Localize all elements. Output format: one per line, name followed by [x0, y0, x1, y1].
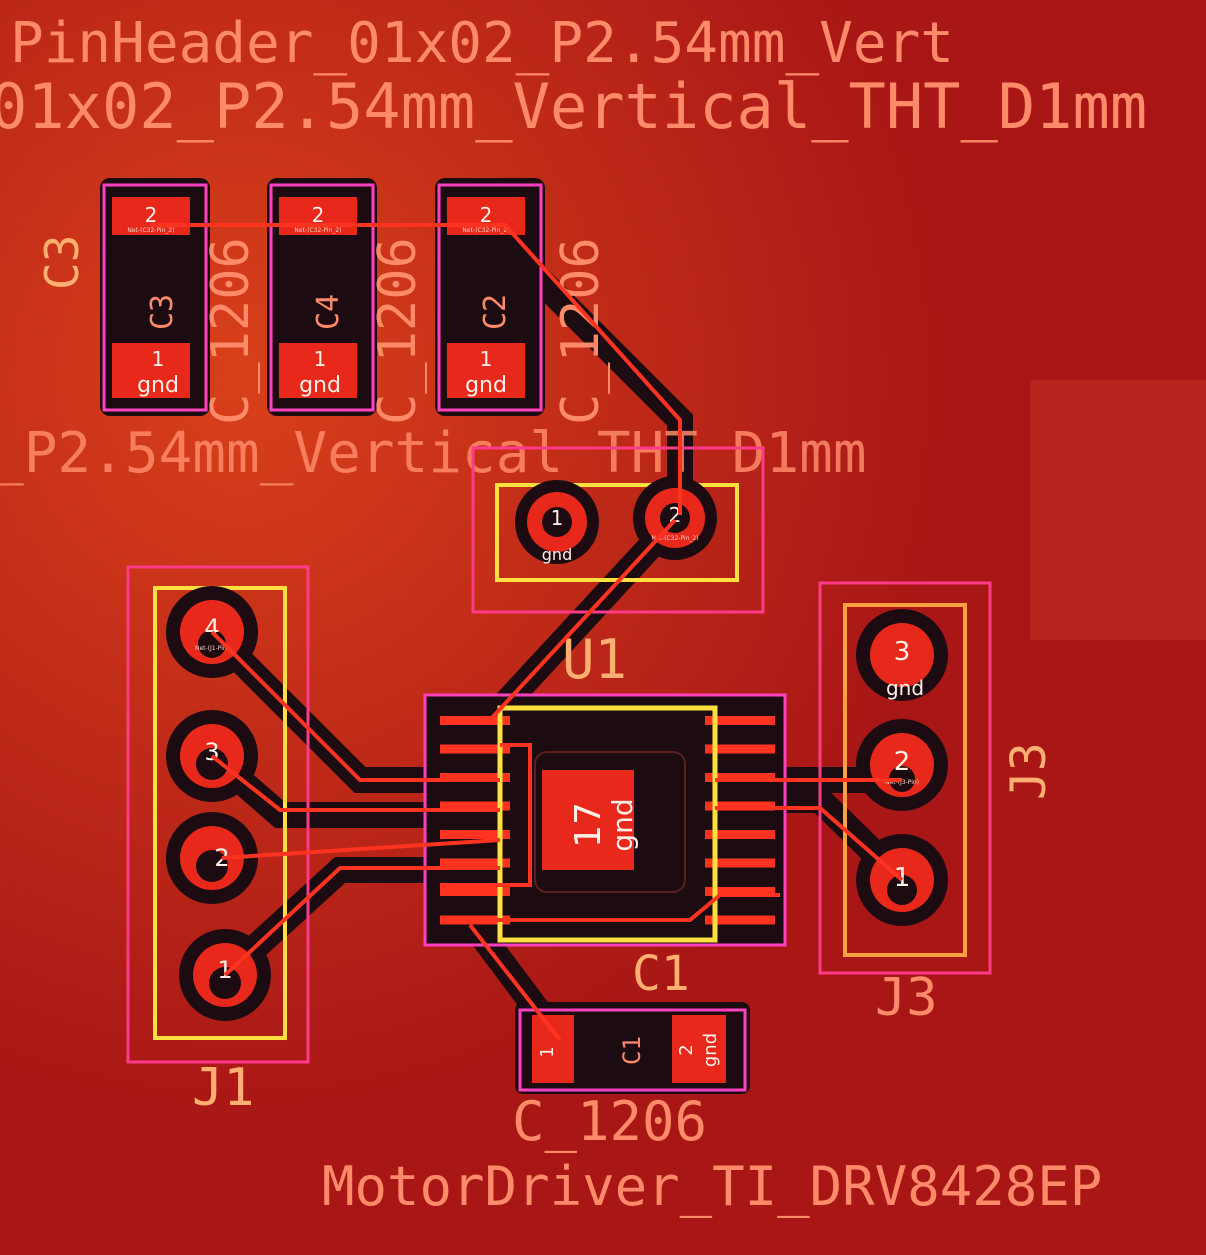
pad-net: gnd [137, 373, 179, 398]
ref-label: U1 [562, 628, 627, 691]
track [440, 743, 532, 887]
pad-net: gnd [542, 545, 572, 564]
courtyard [437, 183, 543, 412]
footprint-label: C_1206 [368, 237, 428, 425]
capacitor-c2[interactable]: 2 Net-(C32-Pin_2) 1 gnd C2 [435, 178, 545, 416]
track [468, 923, 562, 1042]
ic-pin[interactable] [705, 773, 775, 782]
ic-pin[interactable] [440, 773, 510, 782]
fab-ref: C4 [311, 294, 346, 330]
footprint-label-top: 01x02_P2.54mm_Vertical_THT_D1mm [0, 70, 1147, 143]
pad-2[interactable] [672, 1015, 726, 1083]
pad-net: gnd [606, 798, 639, 851]
pad-1[interactable] [447, 343, 525, 398]
fab-ref: C2 [478, 294, 513, 330]
ic-pin[interactable] [440, 887, 510, 896]
ref-label: J1 [192, 1058, 255, 1118]
pad-net: Net-(C32-Pin_2) [127, 227, 174, 234]
capacitor-c1[interactable]: 1 2 gnd C1 C_1206 [512, 1002, 750, 1153]
ic-pin[interactable] [705, 744, 775, 754]
capacitor-c4[interactable]: 2 Net-(C32-Pin_2) 1 gnd C4 [267, 178, 377, 416]
screen-reflection [1030, 380, 1206, 640]
pad-number: 2 [312, 203, 325, 227]
pad-net: gnd [886, 676, 924, 700]
pad-number: 1 [152, 347, 165, 371]
pad-number: 1 [551, 506, 564, 530]
courtyard [518, 1008, 747, 1092]
ic-pin[interactable] [440, 744, 510, 754]
pad-net: gnd [299, 373, 341, 398]
pad-2: 2 [166, 812, 258, 904]
pad-number: 1 [314, 347, 327, 371]
pad-2[interactable] [112, 197, 190, 235]
cap-footprint-labels: C_1206 C_1206 C_1206 [201, 237, 611, 425]
ref-label: C3 [35, 235, 89, 290]
track [221, 838, 501, 860]
connector-j3[interactable]: 3 gnd 2 Net-(J3-Pin) 1 J3 J3 [818, 581, 1057, 1028]
courtyard [126, 565, 310, 1064]
track [440, 893, 780, 922]
footprint-label-mid-a: _P2.54mm_Vertical_THT_D1mm [0, 421, 867, 486]
fab-ref: C1 [618, 1036, 646, 1065]
pad-number: 3 [894, 637, 911, 667]
pad-net: Net-(C32-Pin_2) [651, 535, 698, 542]
ref-label-2: J3 [875, 968, 938, 1028]
connector-u1[interactable]: 1 gnd 2 Net-(C32-Pin_2) U1 [471, 446, 765, 691]
courtyard [269, 183, 375, 412]
ref-label: J3 [1001, 742, 1057, 800]
pad-number: 2 [145, 203, 158, 227]
pad-net: Net-(J1-Pin) [195, 645, 229, 652]
pad-net: gnd [700, 1033, 721, 1067]
track [150, 223, 682, 515]
ic-pin[interactable] [705, 830, 775, 839]
pad-2[interactable] [447, 197, 525, 235]
pad-number: 2 [480, 203, 493, 227]
track [440, 518, 677, 722]
ic-pin[interactable] [440, 801, 510, 811]
pad-2: 2 Net-(J3-Pin) [856, 719, 948, 811]
pad-1[interactable] [112, 343, 190, 398]
pad-number: 1 [480, 347, 493, 371]
track [210, 630, 500, 782]
ic-pin[interactable] [705, 887, 775, 896]
ref-label: C1 [632, 946, 690, 1002]
ic-pin[interactable] [705, 915, 775, 925]
footprint-label-ic: MotorDriver_TI_DRV8428EP [322, 1155, 1102, 1218]
ic-pin[interactable] [440, 858, 510, 868]
motor-driver-ic[interactable]: 17 gnd C1 [423, 693, 787, 1002]
pad-net: Net-(C32-Pin_2) [294, 227, 341, 234]
pad-number: 1 [217, 956, 232, 984]
pad-net: Net-(C32-Pin_2) [462, 227, 509, 234]
track [715, 806, 904, 882]
pad-2[interactable] [279, 197, 357, 235]
ic-pin[interactable] [705, 716, 775, 725]
pad-number: 17 [568, 802, 609, 848]
pad-number: 1 [537, 1046, 558, 1057]
pad-net: gnd [465, 373, 507, 398]
pad-number: 2 [894, 747, 911, 777]
track [210, 754, 500, 812]
pad-1[interactable] [532, 1015, 574, 1083]
exposed-pad[interactable] [542, 770, 634, 870]
pad-net: Net-(J3-Pin) [885, 779, 919, 786]
track [223, 866, 500, 977]
ic-pin[interactable] [440, 830, 510, 839]
pad-number: 2 [676, 1044, 697, 1055]
footprint-label: C_1206 [512, 1090, 707, 1153]
pad-1[interactable] [279, 343, 357, 398]
footprint-label: C_1206 [201, 237, 261, 425]
capacitor-c3[interactable]: 2 Net-(C32-Pin_2) 1 gnd C3 C3 [35, 178, 210, 416]
fab-ref: C3 [145, 294, 180, 330]
courtyard [471, 446, 765, 614]
ic-pin[interactable] [705, 858, 775, 868]
tracks [150, 223, 904, 1042]
courtyard [102, 183, 208, 412]
pad-3: 3 gnd [856, 609, 948, 701]
footprint-label-mid-b: PinHeader_01x02_P2.54mm_Vert [10, 11, 954, 76]
fab-outline [497, 705, 718, 943]
